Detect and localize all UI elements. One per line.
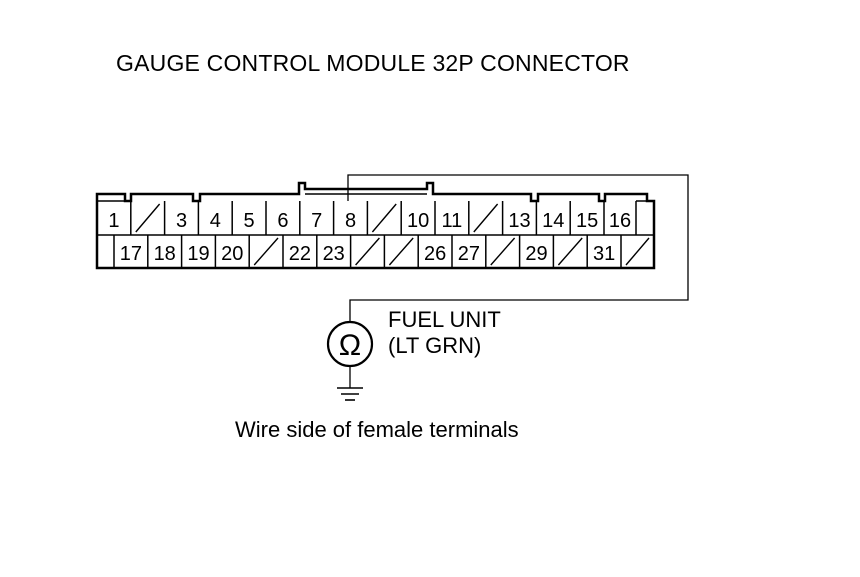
terminal-10: 10 — [407, 210, 429, 232]
terminal-6: 6 — [277, 210, 288, 232]
terminal-23: 23 — [323, 243, 345, 265]
empty-cavity-bottom-9 — [388, 237, 414, 266]
fuel-unit-wire-color: (LT GRN) — [388, 333, 482, 358]
terminal-19: 19 — [187, 243, 209, 265]
empty-cavity-top-9 — [371, 203, 397, 233]
connector-bottom-row: 17 18 19 20 22 23 26 27 29 31 — [113, 235, 650, 268]
fuel-unit-wire — [347, 174, 689, 322]
empty-cavity-bottom-16 — [625, 237, 650, 266]
connector-outline — [95, 181, 656, 270]
terminal-3: 3 — [176, 210, 187, 232]
terminal-1: 1 — [108, 210, 119, 232]
terminal-14: 14 — [542, 210, 564, 232]
terminal-20: 20 — [221, 243, 243, 265]
terminal-31: 31 — [593, 243, 615, 265]
terminal-26: 26 — [424, 243, 446, 265]
terminal-13: 13 — [508, 210, 530, 232]
terminal-5: 5 — [244, 210, 255, 232]
terminal-8: 8 — [345, 210, 356, 232]
terminal-22: 22 — [289, 243, 311, 265]
diagram-caption: Wire side of female terminals — [235, 417, 519, 442]
fuel-unit-ohm-icon: Ω — [339, 329, 361, 362]
terminal-7: 7 — [311, 210, 322, 232]
terminal-17: 17 — [120, 243, 142, 265]
diagram-title: GAUGE CONTROL MODULE 32P CONNECTOR — [116, 50, 630, 76]
empty-cavity-top-2 — [135, 203, 161, 233]
terminal-18: 18 — [154, 243, 176, 265]
terminal-27: 27 — [458, 243, 480, 265]
terminal-11: 11 — [442, 210, 463, 232]
empty-cavity-top-12 — [473, 203, 499, 233]
empty-cavity-bottom-5 — [253, 237, 279, 266]
terminal-29: 29 — [525, 243, 547, 265]
fuel-unit-label: FUEL UNIT — [388, 307, 501, 332]
terminal-4: 4 — [210, 210, 221, 232]
terminal-15: 15 — [576, 210, 598, 232]
empty-cavity-bottom-12 — [490, 237, 516, 266]
empty-cavity-bottom-14 — [557, 237, 583, 266]
empty-cavity-bottom-8 — [355, 237, 380, 266]
terminal-16: 16 — [609, 210, 631, 232]
